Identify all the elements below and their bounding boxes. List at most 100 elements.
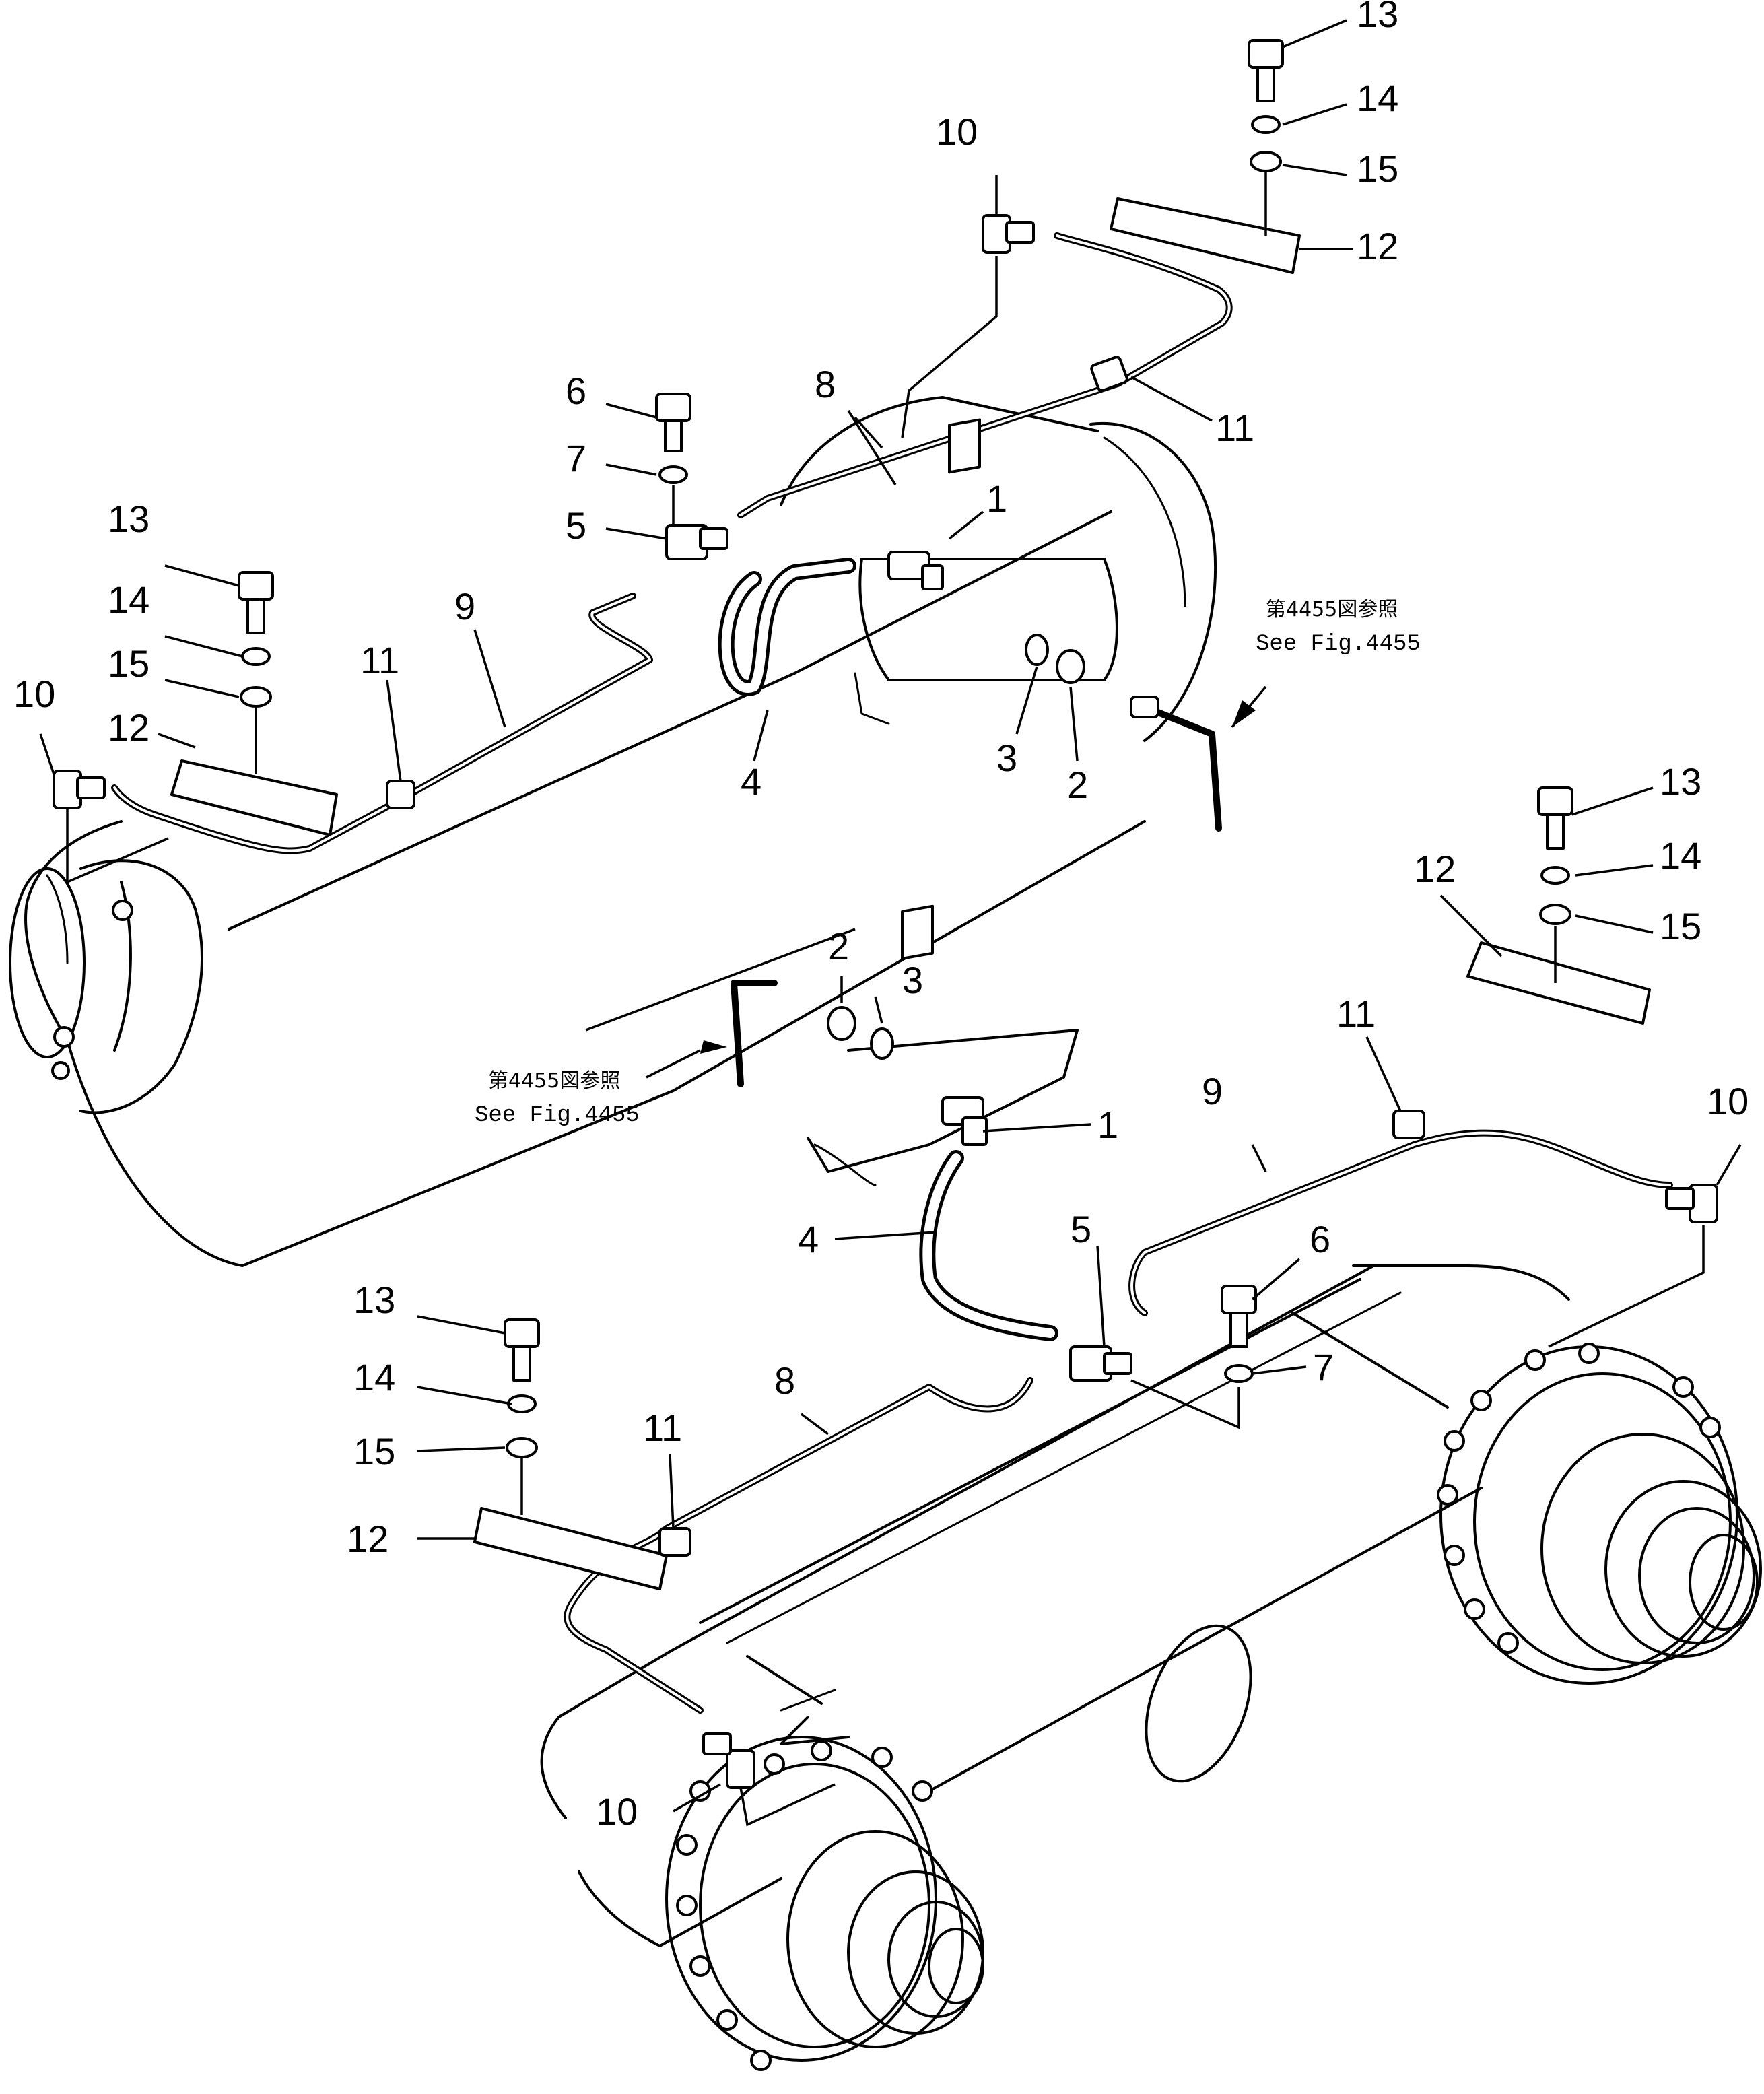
callout-label: 10: [13, 673, 55, 715]
washer-14-upper-right: [1251, 115, 1281, 134]
washer-15-lower-right: [1539, 904, 1571, 925]
callout-label: 7: [1313, 1346, 1334, 1388]
callout-label: 3: [902, 959, 923, 1001]
callout-label: 14: [353, 1356, 395, 1398]
callout-label: 14: [1660, 834, 1701, 877]
bolt-13-upper-right: [1248, 39, 1284, 102]
bolt-6-upper: [655, 393, 691, 452]
clamp-11-upper-right: [1090, 356, 1128, 392]
callout-label: 2: [828, 925, 849, 968]
ref-pipe-lower: [731, 980, 778, 1087]
washer-15-upper-right: [1250, 151, 1282, 172]
callout-label: 15: [353, 1430, 395, 1473]
callout-label: 11: [360, 639, 399, 681]
callout-label: 9: [1202, 1070, 1223, 1112]
elbow-fitting-10-lower-right: [1665, 1184, 1718, 1223]
bracket-12-lower-right: [1466, 941, 1651, 1025]
callout-label: 3: [996, 737, 1017, 779]
lower-piping: [564, 980, 1673, 1714]
callout-label: 15: [1357, 147, 1398, 190]
reference-note-en: See Fig.4455: [1256, 632, 1421, 657]
lower-right-hub: [1437, 1343, 1762, 1685]
ref-arrow-upper: [1232, 700, 1256, 727]
callout-label: 5: [1071, 1208, 1091, 1250]
reference-note-jp: 第4455図参照: [1266, 598, 1398, 621]
lower-track-frame: [540, 1029, 1762, 2071]
nut-2-lower: [827, 1006, 856, 1041]
ref-arrow-lower: [700, 1040, 727, 1054]
reference-note-en: See Fig.4455: [475, 1103, 640, 1128]
callout-label: 6: [1310, 1218, 1330, 1260]
washer-3-lower: [870, 1027, 894, 1060]
nut-2-upper: [1056, 649, 1085, 684]
callout-label: 9: [454, 585, 475, 628]
callout-label: 14: [108, 578, 149, 621]
callout-label: 15: [1660, 905, 1701, 947]
reference-note-upper: 第4455図参照 See Fig.4455: [1256, 598, 1421, 657]
washer-14-lower-left: [507, 1394, 537, 1413]
leader-lines: [39, 19, 1742, 1827]
callout-label: 14: [1357, 77, 1398, 119]
bracket-12-lower-left: [473, 1507, 668, 1590]
callout-label: 8: [815, 363, 836, 405]
plate-upper: [948, 418, 981, 474]
upper-track-frame: [9, 396, 1217, 1267]
tee-fitting-5-upper: [665, 524, 728, 560]
callout-label: 13: [353, 1279, 395, 1321]
elbow-fitting-1-lower: [941, 1096, 988, 1146]
washer-15-lower-left: [506, 1437, 538, 1458]
callout-label: 11: [643, 1407, 682, 1449]
callout-label: 13: [1357, 0, 1398, 35]
bracket-12-upper-left: [170, 759, 338, 836]
bolt-13-upper-left: [238, 571, 274, 634]
callout-label: 2: [1067, 764, 1088, 806]
callout-label: 12: [347, 1518, 388, 1560]
bolt-13-lower-left: [504, 1318, 540, 1382]
lower-fittings: [473, 786, 1718, 1789]
callout-label: 13: [108, 498, 149, 540]
washer-14-lower-right: [1540, 866, 1570, 885]
bracket-12-upper-right: [1110, 197, 1301, 274]
callout-label: 7: [566, 437, 586, 479]
washer-15-upper-left: [240, 686, 272, 708]
tee-fitting-5-lower: [1069, 1345, 1132, 1382]
callout-label: 1: [986, 477, 1007, 520]
callout-label: 6: [566, 370, 586, 412]
callout-label: 12: [1414, 848, 1456, 890]
callout-label: 4: [798, 1218, 819, 1260]
callout-label: 11: [1215, 407, 1254, 449]
upper-fittings: [53, 39, 1301, 836]
ref-pipe-upper: [1141, 704, 1222, 832]
lower-bottom-hub: [665, 1736, 984, 2071]
callout-label: 4: [741, 760, 761, 803]
elbow-fitting-10-upper-left: [53, 770, 106, 809]
bolt-13-lower-right: [1537, 786, 1573, 850]
washer-14-upper-left: [241, 647, 271, 666]
washer-7-upper: [658, 465, 688, 484]
callout-label: 8: [774, 1359, 795, 1402]
elbow-fitting-10-lower-left: [702, 1732, 755, 1789]
reference-note-lower: 第4455図参照 See Fig.4455: [475, 1069, 640, 1128]
callout-label: 13: [1660, 760, 1701, 803]
clamp-11-lower-right: [1392, 1110, 1425, 1139]
callout-label: 10: [1707, 1080, 1749, 1122]
callout-labels: 13 14 15 12 10 11 8 6 7 5 1 13 14 15 10 …: [13, 0, 1749, 1833]
callout-label: 15: [108, 642, 149, 685]
bolt-6-lower: [1221, 1285, 1257, 1348]
washer-7-lower: [1224, 1364, 1254, 1383]
elbow-fitting-1-upper: [887, 551, 944, 590]
elbow-fitting-10-upper-right: [982, 214, 1035, 254]
callout-label: 11: [1336, 992, 1376, 1035]
clamp-11-upper-left: [386, 780, 415, 809]
upper-left-hub: [9, 859, 203, 1114]
washer-3-upper: [1025, 634, 1049, 666]
reference-note-jp: 第4455図参照: [488, 1069, 620, 1093]
callout-label: 1: [1097, 1104, 1118, 1146]
callout-label: 12: [1357, 225, 1398, 267]
upper-piping: [111, 232, 1233, 854]
plate-lower: [901, 904, 934, 960]
callout-label: 5: [566, 504, 586, 547]
clamp-11-lower-left: [658, 1527, 691, 1557]
callout-label: 10: [596, 1790, 638, 1833]
